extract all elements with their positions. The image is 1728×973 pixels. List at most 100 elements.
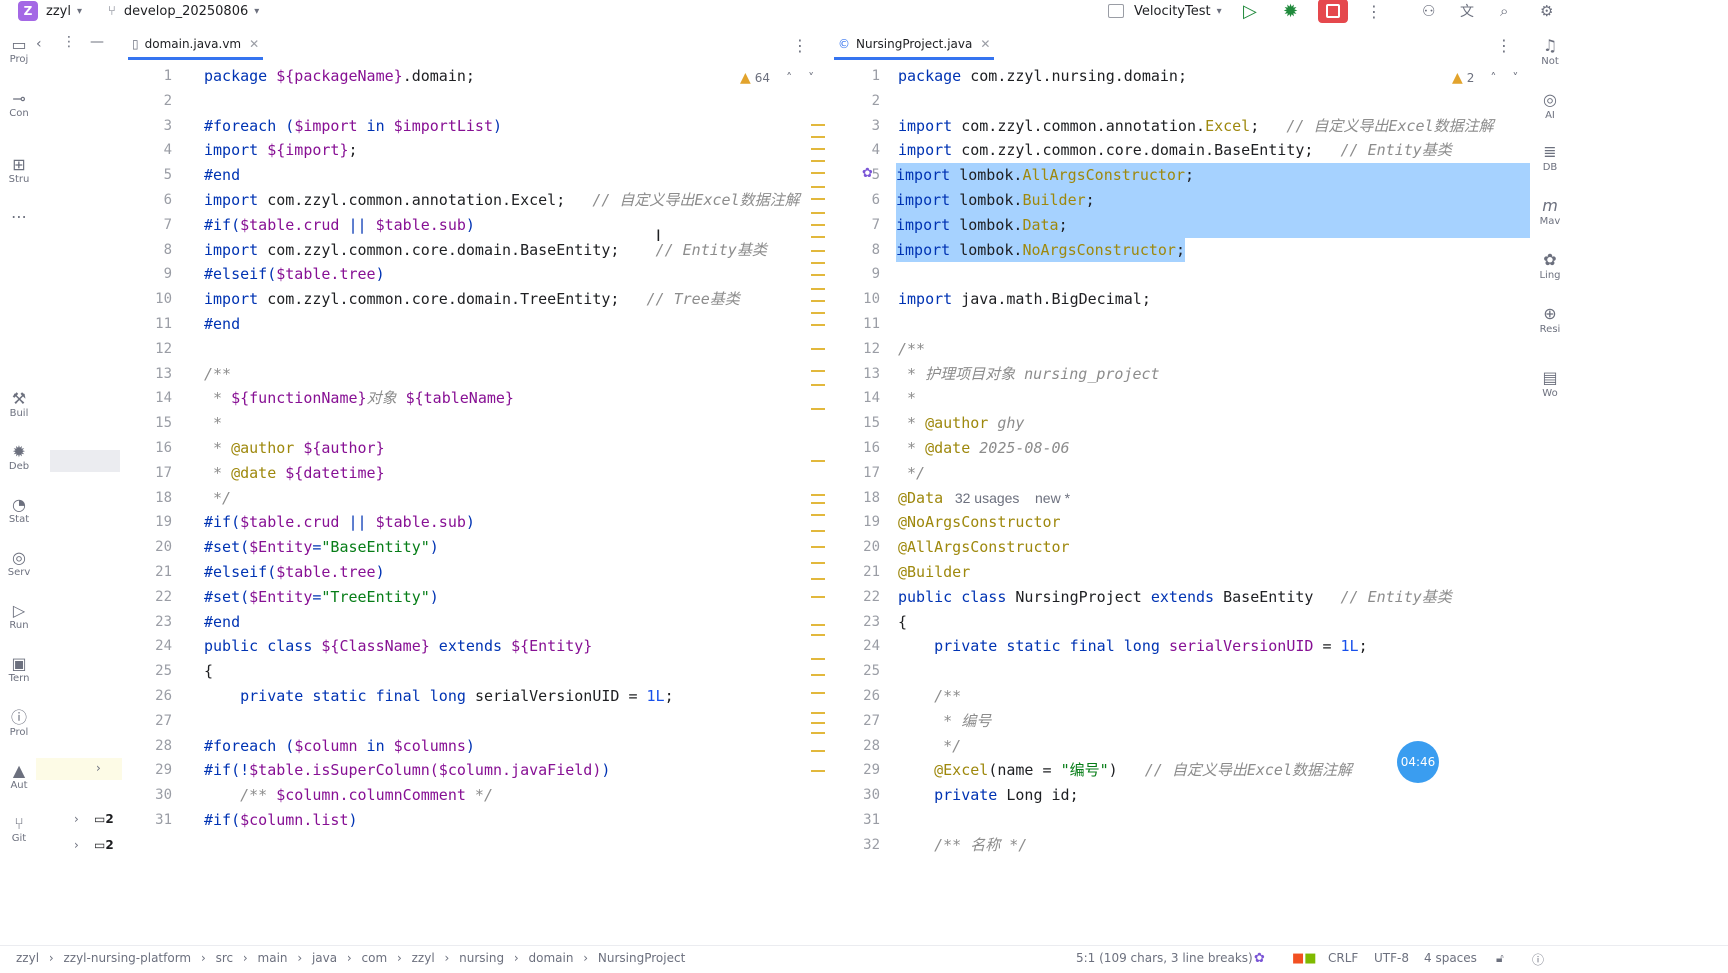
tool-debug[interactable]: ✹Deb xyxy=(4,443,34,473)
file-encoding[interactable]: UTF-8 xyxy=(1374,951,1409,965)
tool-build[interactable]: ⚒Buil xyxy=(4,390,34,420)
lingma-status-icon[interactable]: ✿ xyxy=(1254,951,1265,966)
more-icon[interactable]: ⋮ xyxy=(1496,36,1512,55)
breadcrumb-item[interactable]: com xyxy=(361,951,388,965)
code-token: Long id; xyxy=(1006,786,1079,805)
inspection-widget[interactable]: ▲ 64 ˄ ˅ xyxy=(740,70,814,86)
tool-git[interactable]: ⑂Git xyxy=(4,815,34,845)
tool-run[interactable]: ▷Run xyxy=(4,602,34,632)
tool-statistic[interactable]: ◔Stat xyxy=(4,496,34,526)
gear-icon[interactable]: ⚙ xyxy=(1540,2,1554,20)
tool-auto[interactable]: ▲Aut xyxy=(4,762,34,792)
line-separator[interactable]: CRLF xyxy=(1328,951,1359,965)
breadcrumb-item[interactable]: main xyxy=(257,951,288,965)
breadcrumb-item[interactable]: nursing xyxy=(459,951,505,965)
selected-tree-row[interactable] xyxy=(50,450,120,472)
info-icon[interactable]: ⓘ xyxy=(1532,953,1545,967)
chevron-down-icon[interactable]: ˅ xyxy=(808,71,815,85)
tab-domain-java-vm[interactable]: ▯ domain.java.vm ✕ xyxy=(128,28,264,60)
tool-structure[interactable]: ⊞Stru xyxy=(4,156,34,186)
add-user-icon[interactable]: ⚇ xyxy=(1422,2,1436,20)
highlighted-tree-row[interactable] xyxy=(36,758,122,780)
code-token: $table.tree xyxy=(276,265,376,284)
code-token: * 编号 xyxy=(898,711,992,730)
tool-more[interactable]: ⋯ xyxy=(4,208,34,226)
panel-collapse-icon[interactable]: ‹ xyxy=(36,36,42,52)
tool-notifications[interactable]: ♫Not xyxy=(1530,36,1570,67)
code-line: /** xyxy=(898,337,925,362)
project-badge: Z xyxy=(18,1,38,21)
code-token: /** xyxy=(934,687,962,705)
code-line: #foreach ($column in $columns) xyxy=(204,734,475,759)
indent-setting[interactable]: 4 spaces xyxy=(1424,951,1477,965)
ai-gutter-icon[interactable]: ✿ xyxy=(862,166,873,181)
breadcrumb-item[interactable]: java xyxy=(311,951,338,965)
tool-lingma[interactable]: ✿Ling xyxy=(1530,250,1570,281)
tree-folder[interactable]: ▭2 xyxy=(94,812,114,826)
code-token: * xyxy=(898,414,926,433)
line-number: 5 xyxy=(163,167,172,184)
line-number: 4 xyxy=(871,142,880,159)
line-number: 5 xyxy=(871,167,880,184)
stop-button[interactable] xyxy=(1318,0,1348,23)
tool-word[interactable]: ▤Wo xyxy=(1530,368,1570,399)
code-token: 2025-08-06 xyxy=(970,439,1070,457)
code-token: $Entity xyxy=(249,538,313,557)
chevron-right-icon[interactable]: › xyxy=(74,838,79,852)
caret-position[interactable]: 5:1 (109 chars, 3 line breaks) xyxy=(1076,951,1253,965)
tool-rest[interactable]: ⊕Resi xyxy=(1530,304,1570,335)
close-icon[interactable]: ✕ xyxy=(980,37,991,51)
left-tool-window-bar: ▭Proj ⊸Con ⊞Stru ⋯ ⚒Buil ✹Deb ◔Stat ◎Ser… xyxy=(0,28,36,943)
more-icon[interactable]: ⋮ xyxy=(1366,1,1382,21)
search-icon[interactable]: ⌕ xyxy=(1500,2,1509,20)
tab-nursing-project-java[interactable]: © NursingProject.java ✕ xyxy=(834,28,995,60)
tool-terminal[interactable]: ▣Tern xyxy=(4,655,34,685)
minimize-icon[interactable]: — xyxy=(90,34,104,50)
chevron-right-icon[interactable]: › xyxy=(74,812,79,826)
breadcrumb-item[interactable]: src xyxy=(215,951,234,965)
breadcrumb-item[interactable]: zzyl xyxy=(411,951,435,965)
chevron-up-icon[interactable]: ˄ xyxy=(786,71,793,85)
code-line: #end xyxy=(204,163,240,188)
tool-ai[interactable]: ◎AI xyxy=(1530,90,1570,121)
lock-icon[interactable]: 🔓︎ xyxy=(1496,951,1504,965)
close-icon[interactable]: ✕ xyxy=(249,37,260,51)
breadcrumb-item[interactable]: domain xyxy=(528,951,574,965)
breadcrumb-item[interactable]: NursingProject xyxy=(597,951,686,965)
breadcrumb-item[interactable]: zzyl-nursing-platform xyxy=(63,951,192,965)
timer-badge[interactable]: 04:46 xyxy=(1397,741,1439,783)
line-number: 2 xyxy=(163,92,172,109)
scroll-marker xyxy=(811,692,825,694)
chevron-down-icon[interactable]: ˅ xyxy=(1512,71,1519,85)
inspection-widget[interactable]: ▲ 2 ˄ ˅ xyxy=(1452,70,1518,86)
project-widget[interactable]: Z zzyl ▾ xyxy=(18,0,82,22)
branch-widget[interactable]: ⑂ develop_20250806 ▾ xyxy=(108,0,259,22)
tool-project[interactable]: ▭Proj xyxy=(4,36,34,66)
chevron-up-icon[interactable]: ˄ xyxy=(1490,71,1497,85)
code-token: ; xyxy=(348,141,358,160)
breadcrumb-item[interactable]: zzyl xyxy=(16,951,40,965)
code-line: * 编号 xyxy=(898,709,991,734)
run-config-selector[interactable]: VelocityTest ▾ xyxy=(1108,0,1222,22)
line-number: 12 xyxy=(155,340,172,357)
tool-commit[interactable]: ⊸Con xyxy=(4,90,34,120)
config-icon xyxy=(1108,4,1124,18)
warning-count: 64 xyxy=(754,71,771,85)
line-number: 1 xyxy=(163,68,172,84)
tool-database[interactable]: ≣DB xyxy=(1530,142,1570,173)
chevron-right-icon[interactable]: › xyxy=(96,761,101,775)
windows-icon[interactable]: ■■ xyxy=(1292,951,1317,966)
tool-services[interactable]: ◎Serv xyxy=(4,549,34,579)
code-token: com.zzyl.common.core.domain.BaseEntity; xyxy=(267,240,620,259)
more-icon[interactable]: ⋮ xyxy=(62,34,76,50)
more-icon[interactable]: ⋮ xyxy=(792,36,808,55)
code-line: import lombok.Builder; xyxy=(896,188,1530,213)
code-token: private static final long xyxy=(240,687,475,705)
debug-icon[interactable]: ✹ xyxy=(1283,0,1299,22)
run-icon[interactable]: ▷ xyxy=(1243,0,1257,22)
translate-icon[interactable]: 文 xyxy=(1460,4,1474,20)
line-number: 28 xyxy=(863,737,880,754)
tool-label: Proj xyxy=(9,54,29,65)
